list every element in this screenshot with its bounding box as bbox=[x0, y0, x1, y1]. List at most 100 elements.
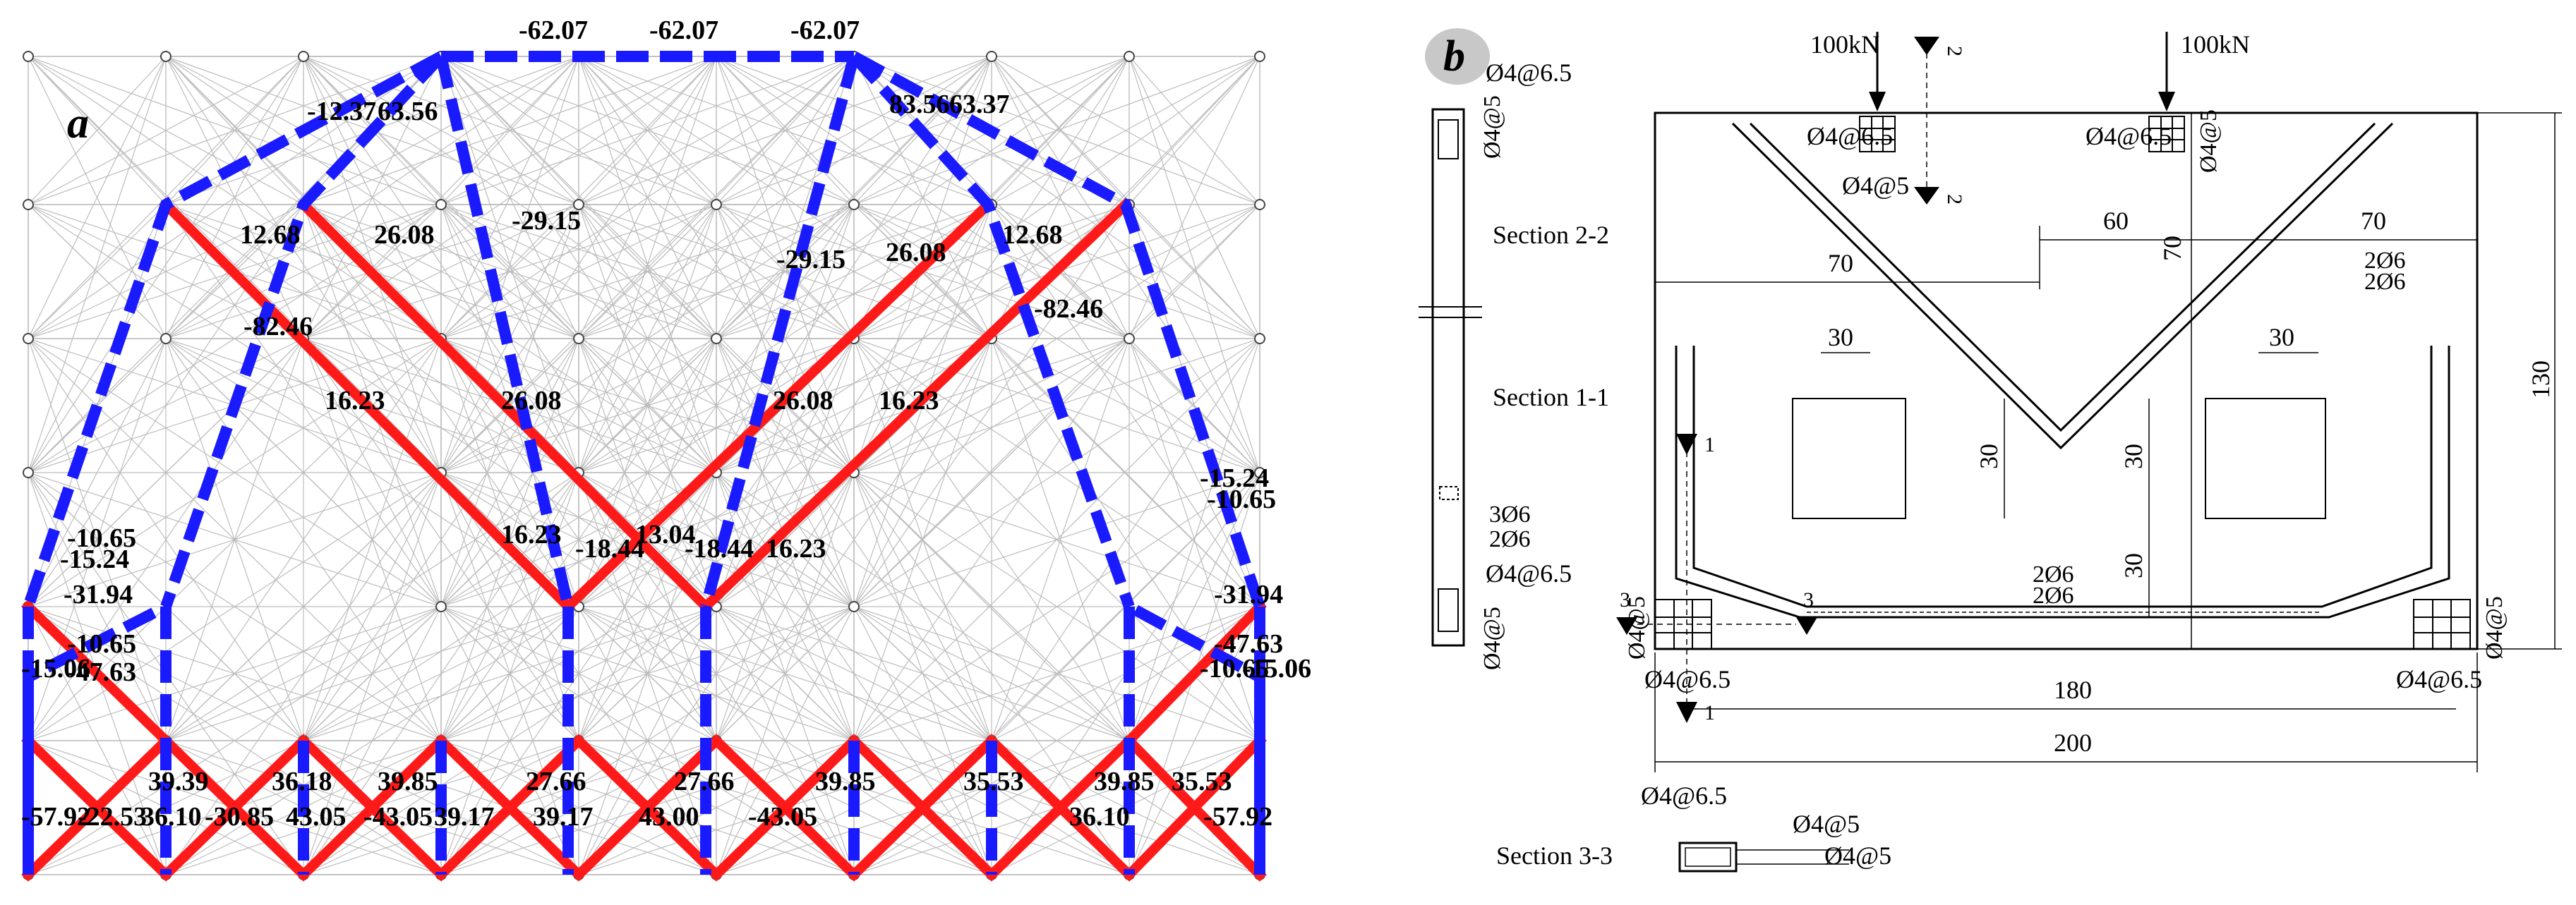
tie bbox=[21, 734, 1267, 882]
mesh-line bbox=[303, 204, 579, 339]
mesh-line bbox=[303, 56, 579, 205]
mesh-line bbox=[440, 606, 855, 741]
node bbox=[23, 467, 34, 478]
inclined-bar bbox=[1749, 122, 2376, 432]
force-label: 36.18 bbox=[272, 767, 332, 796]
section-label: Section 3-3 bbox=[1496, 842, 1613, 870]
section-3-3-stirrup bbox=[1685, 847, 1731, 867]
tension-ties bbox=[21, 198, 1267, 882]
mesh-line bbox=[853, 338, 1130, 741]
tie bbox=[561, 198, 995, 614]
rebar-label: 2Ø6 bbox=[2364, 248, 2406, 274]
force-label: 35.53 bbox=[963, 767, 1024, 796]
mesh-line bbox=[440, 204, 855, 339]
force-label: -31.94 bbox=[1214, 580, 1283, 609]
section-3-3-detail bbox=[1678, 842, 1738, 873]
section-label: Section 1-1 bbox=[1493, 383, 1609, 411]
support-plate-left bbox=[1654, 599, 1712, 650]
mesh-line bbox=[165, 56, 579, 339]
node bbox=[435, 601, 447, 612]
stirrup-label: Ø4@6.5 bbox=[2396, 665, 2482, 693]
node bbox=[435, 199, 447, 210]
cut-mark-label: 2 bbox=[1943, 194, 1966, 205]
force-label: -18.44 bbox=[575, 534, 644, 564]
mesh-line bbox=[853, 56, 1260, 205]
stirrup-label: Ø4@5 bbox=[1479, 607, 1505, 670]
node bbox=[986, 51, 997, 62]
mesh-line bbox=[28, 204, 304, 339]
mesh-line bbox=[28, 56, 304, 205]
force-label: -31.94 bbox=[64, 580, 133, 609]
cut-marker-2-top bbox=[1914, 37, 1939, 55]
mesh-line bbox=[303, 56, 442, 473]
mesh-line bbox=[1128, 204, 1260, 339]
strut bbox=[23, 601, 169, 875]
panel-b-letter-badge bbox=[1425, 28, 1490, 85]
cut-mark-label: 3 bbox=[1803, 588, 1814, 612]
opening-right bbox=[2205, 398, 2326, 519]
cut-marker-2-bottom bbox=[1914, 187, 1939, 205]
dimension-label: 30 bbox=[2119, 553, 2148, 578]
node bbox=[1254, 51, 1265, 62]
cut-mark-label: 2 bbox=[1943, 46, 1966, 56]
force-label: -10.65 bbox=[1200, 654, 1269, 684]
mesh-line bbox=[853, 472, 1260, 607]
stirrup-label: Ø4@6.5 bbox=[2086, 122, 2172, 150]
mesh-line bbox=[853, 204, 1130, 339]
dimension-label: 70 bbox=[1828, 249, 1853, 277]
mesh-line bbox=[303, 56, 717, 205]
mesh-line bbox=[440, 56, 855, 205]
stirrup-label: Ø4@6.5 bbox=[1807, 122, 1893, 150]
load-arrow bbox=[1869, 32, 1886, 111]
force-label: -15.24 bbox=[1200, 463, 1269, 493]
force-label: 26.08 bbox=[374, 220, 435, 250]
mesh-line bbox=[303, 606, 579, 741]
mesh-line bbox=[303, 606, 717, 741]
force-label: 39.39 bbox=[148, 767, 209, 796]
rebar-label: 3Ø6 bbox=[1489, 502, 1531, 528]
mesh-line bbox=[991, 338, 1260, 741]
mesh-line bbox=[853, 56, 1260, 339]
mesh-line bbox=[165, 606, 579, 741]
dimension-label: 70 bbox=[2158, 236, 2186, 261]
cut-mark-label: 3 bbox=[1620, 588, 1630, 612]
force-label: 83.56 bbox=[889, 90, 950, 119]
mesh-line bbox=[28, 338, 304, 473]
dimension-label: 200 bbox=[2054, 729, 2092, 757]
force-label: 35.53 bbox=[1172, 767, 1232, 796]
mesh-line bbox=[440, 606, 717, 741]
mesh-line bbox=[440, 56, 855, 339]
stirrup-label: Ø4@6.5 bbox=[1486, 59, 1572, 87]
section-1-1-bars bbox=[1439, 486, 1459, 500]
mesh-line bbox=[853, 606, 1130, 741]
mesh-line bbox=[578, 56, 992, 339]
mesh-line bbox=[303, 204, 717, 339]
strut bbox=[160, 52, 445, 609]
force-label: 39.17 bbox=[533, 802, 594, 832]
mesh-line bbox=[991, 56, 1260, 473]
opening-left bbox=[1792, 398, 1906, 519]
force-label: 16.23 bbox=[766, 534, 826, 564]
mesh-line bbox=[440, 472, 855, 607]
compression-struts bbox=[23, 51, 1265, 875]
load-arrow bbox=[2158, 32, 2175, 111]
force-label: -62.07 bbox=[519, 16, 588, 45]
tie bbox=[699, 198, 1133, 614]
force-label: -15.06 bbox=[1242, 654, 1311, 684]
mesh-line bbox=[303, 56, 717, 339]
mesh-line bbox=[440, 740, 717, 875]
stirrup-label: Ø4@5 bbox=[1479, 95, 1505, 159]
node bbox=[711, 333, 722, 344]
force-label: 36.10 bbox=[141, 802, 202, 832]
strut bbox=[23, 51, 444, 609]
force-label: 39.85 bbox=[1094, 767, 1155, 796]
dimension-label: 30 bbox=[2119, 444, 2148, 469]
mesh-line bbox=[578, 56, 855, 205]
section-2-2-box bbox=[1438, 119, 1459, 159]
force-label: -47.63 bbox=[1214, 629, 1283, 659]
force-label: 27.66 bbox=[674, 767, 735, 796]
mesh-line bbox=[165, 204, 442, 339]
cut-mark-label: 1 bbox=[1704, 433, 1715, 456]
